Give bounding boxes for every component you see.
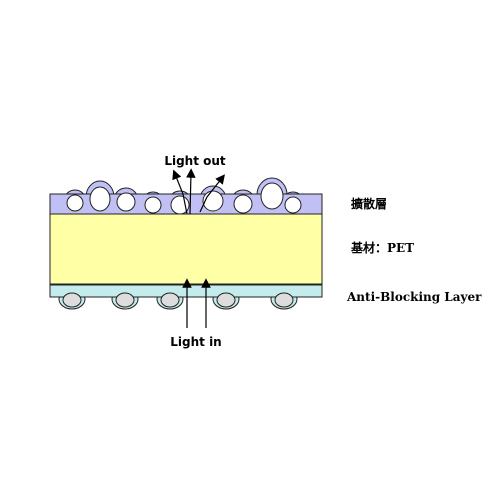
ab-bead (216, 292, 236, 308)
bead (89, 186, 111, 212)
light-out-label: Light out (164, 154, 226, 168)
light-in-arrows (182, 278, 211, 328)
anti-blocking-label: Anti-Blocking Layer (346, 290, 482, 304)
pet-substrate (49, 213, 323, 285)
ab-bead (62, 292, 82, 308)
ab-bead (160, 292, 180, 308)
bead (116, 192, 136, 212)
light-in-label: Light in (170, 335, 221, 349)
bead (284, 196, 302, 214)
bead (144, 196, 162, 214)
diffusion-beads (66, 182, 302, 215)
bead (260, 182, 284, 210)
ab-bead (115, 292, 135, 308)
bead (202, 190, 224, 212)
bead (66, 194, 84, 212)
diffusion-layer-label: 擴散層 (351, 196, 387, 211)
anti-blocking-beads (62, 292, 294, 308)
anti-blocking-layer (49, 284, 323, 310)
substrate-label: 基材：PET (350, 240, 414, 255)
light-out-arrow (199, 174, 225, 213)
light-out-arrow (186, 168, 196, 215)
bead (233, 194, 253, 214)
ab-bead (274, 292, 294, 308)
light-out-arrow (172, 169, 188, 215)
light-out-arrows (172, 168, 225, 215)
